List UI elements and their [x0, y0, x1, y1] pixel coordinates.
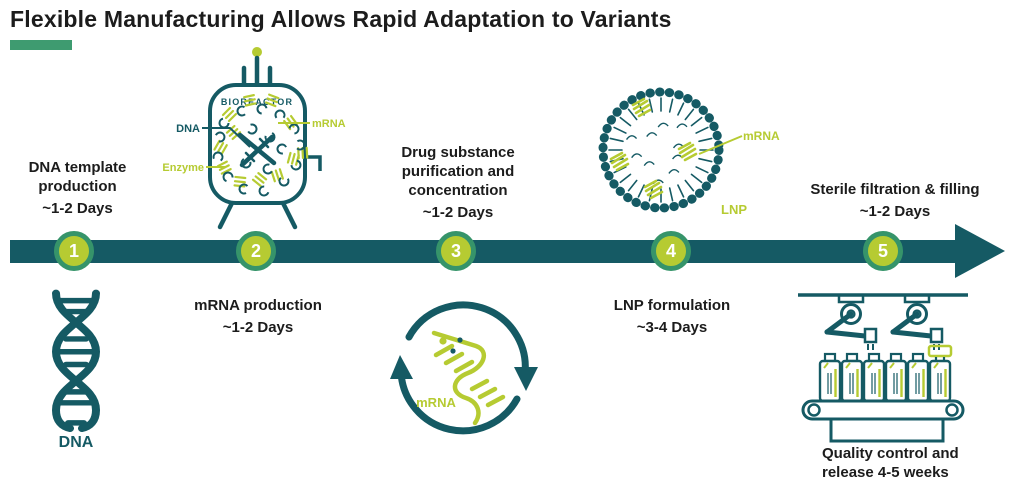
bioreactor-dot	[252, 47, 262, 57]
filling-line-icon	[798, 288, 968, 443]
vial-icon	[886, 354, 906, 401]
step-marker-2: 2	[236, 231, 276, 271]
bioreactor-mrna-label: mRNA	[312, 118, 346, 130]
vial-icon	[842, 354, 862, 401]
lnp-icon: mRNA LNP	[598, 87, 780, 217]
step-2-duration: ~1-2 Days	[222, 319, 294, 336]
page-title: Flexible Manufacturing Allows Rapid Adap…	[10, 6, 672, 32]
quality-control-note: Quality control and release 4-5 weeks	[822, 445, 959, 481]
lnp-mrna-label: mRNA	[743, 129, 780, 143]
lnp-inner-lipids	[625, 122, 688, 185]
step-1-label: DNA template production ~1-2 Days	[0, 158, 155, 218]
bioreactor-enzyme-label: Enzyme	[162, 162, 204, 174]
bioreactor-dna-label: DNA	[176, 123, 200, 135]
lnp-label: LNP	[721, 202, 747, 217]
dna-helix-icon	[51, 289, 101, 432]
step-marker-5: 5	[863, 231, 903, 271]
step-2-label: mRNA production ~1-2 Days	[176, 296, 340, 337]
bioreactor-title: BIOREACTOR	[221, 97, 293, 107]
robot-arm-icon	[893, 295, 942, 350]
step-1-duration: ~1-2 Days	[42, 200, 113, 217]
step-4-duration: ~3-4 Days	[636, 319, 708, 336]
bioreactor-rna-squiggles	[213, 93, 309, 188]
vial-cap-icon	[927, 344, 953, 358]
dna-icon-label: DNA	[58, 434, 94, 451]
vial-icon	[820, 354, 840, 401]
vial-icon	[908, 354, 928, 401]
step-marker-1: 1	[54, 231, 94, 271]
cycle-arrows-icon	[397, 301, 529, 435]
bioreactor-dna-strand	[237, 132, 277, 168]
step-4-label: LNP formulation ~3-4 Days	[590, 296, 754, 337]
timeline-arrowhead-icon	[955, 224, 1005, 278]
conveyor-base	[829, 417, 945, 443]
mrna-cycle-icon: mRNA	[390, 301, 538, 435]
bioreactor-icon: BIOREACTOR DNA Enzyme mRNA	[162, 47, 346, 230]
step-3-label: Drug substance purification and concentr…	[376, 143, 540, 222]
timeline-arrow	[10, 240, 957, 263]
step-5-label: Sterile filtration & filling ~1-2 Days	[793, 180, 997, 221]
lnp-membrane	[598, 87, 724, 213]
vial-icon	[930, 357, 950, 401]
conveyor-belt	[801, 399, 965, 421]
title-underline	[10, 40, 72, 50]
vial-icon	[864, 354, 884, 401]
step-marker-4: 4	[651, 231, 691, 271]
step-marker-3: 3	[436, 231, 476, 271]
robot-arm-icon	[827, 295, 876, 350]
step-3-duration: ~1-2 Days	[422, 204, 494, 221]
cycle-mrna-label: mRNA	[416, 395, 456, 410]
step-5-duration: ~1-2 Days	[859, 203, 931, 220]
mrna-strand	[431, 330, 506, 426]
